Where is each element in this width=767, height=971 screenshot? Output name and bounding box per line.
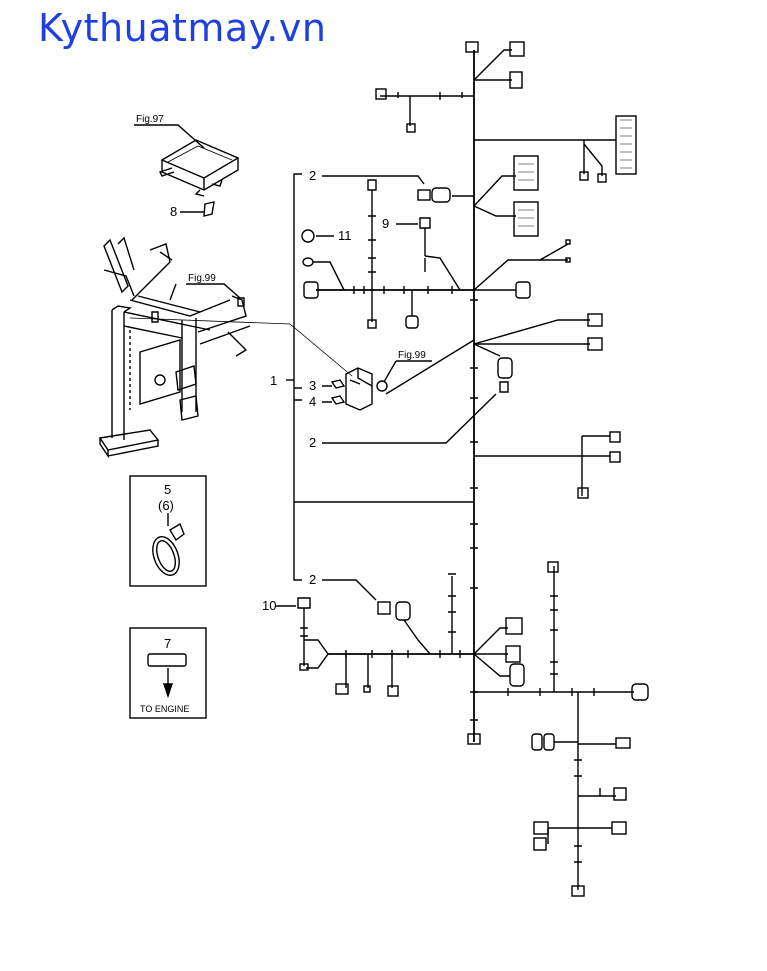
callout-8: 8 <box>170 204 177 219</box>
fig97-ref: Fig.97 <box>136 114 164 125</box>
callout-5: 5 <box>164 482 171 497</box>
callout-1: 1 <box>270 373 277 388</box>
callout-2-mid: 2 <box>309 435 316 450</box>
callout-2-top: 2 <box>309 168 316 183</box>
callout-10: 10 <box>262 598 276 613</box>
site-watermark: Kythuatmay.vn <box>38 6 327 50</box>
fig99-top-ref: Fig.99 <box>188 273 216 284</box>
fig99-mid-ref: Fig.99 <box>398 350 426 361</box>
engine-label-box: 7 TO ENGINE <box>129 627 207 719</box>
callout-4: 4 <box>309 394 316 409</box>
callout-6: (6) <box>158 498 174 513</box>
callout-2-low: 2 <box>309 572 316 587</box>
callout-9: 9 <box>382 216 389 231</box>
relay-assembly: Fig.99 <box>345 350 432 411</box>
to-engine-label: TO ENGINE <box>140 704 189 714</box>
frame-bracket: Fig.99 <box>98 236 353 459</box>
main-harness-trunk: 9 11 <box>301 41 637 742</box>
lower-harness: 10 <box>262 561 649 897</box>
callout-bracket: 1 2 2 2 3 4 <box>270 168 497 601</box>
callout-3: 3 <box>309 378 316 393</box>
callout-11: 11 <box>338 228 352 243</box>
callout-7: 7 <box>164 636 171 651</box>
control-unit-assembly: Fig.97 8 <box>134 114 240 219</box>
clamp-box: 5 (6) <box>129 475 207 587</box>
